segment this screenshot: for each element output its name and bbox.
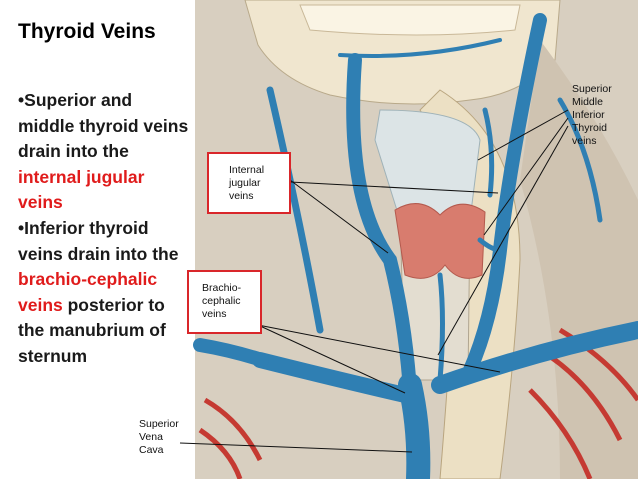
bullet-2: •Inferior thyroid veins drain into the b… — [18, 216, 193, 370]
thyroid-veins-label: Superior Middle Inferior Thyroid veins — [572, 83, 634, 148]
pointer-svc — [179, 442, 413, 453]
brachiocephalic-vein-right — [431, 321, 638, 394]
artery-left — [198, 397, 263, 479]
label-line: Cava — [139, 444, 164, 456]
bullet-2-highlight: brachio-cephalic veins — [18, 269, 158, 315]
bullet-marker: • — [18, 90, 25, 110]
bullet-1-text: Superior and middle thyroid veins drain … — [18, 90, 189, 162]
bullet-1: •Superior and middle thyroid veins drain… — [18, 88, 193, 216]
thyroid-gland — [394, 203, 486, 279]
pointer-inferior — [437, 125, 569, 356]
brachiocephalic-vein-left — [252, 352, 413, 403]
middle-thyroid-vein — [477, 237, 503, 253]
label-line: Internal — [229, 164, 265, 176]
label-line: veins — [202, 308, 227, 320]
pointer-brachio-1 — [257, 324, 406, 394]
pointer-lines — [179, 109, 569, 453]
label-line: jugular — [229, 177, 261, 189]
svc-label: Superior Vena Cava — [139, 418, 179, 457]
slide-title: Thyroid Veins — [18, 20, 156, 43]
slide-body: •Superior and middle thyroid veins drain… — [18, 88, 193, 370]
pointer-ijv-2 — [289, 181, 499, 194]
pointer-middle — [483, 117, 569, 236]
bullet-marker: • — [18, 217, 25, 238]
label-line: Superior — [572, 83, 612, 95]
external-jugular-vein — [266, 86, 324, 334]
bullet-1-highlight: internal jugular veins — [18, 166, 145, 213]
internal-jugular-label-box: Internal jugular veins — [207, 152, 291, 214]
label-line: Inferior — [572, 109, 605, 121]
subclavian-vein-left — [193, 338, 269, 367]
pointer-ijv-1 — [289, 179, 389, 254]
pointer-brachio-2 — [257, 324, 501, 373]
facial-vein — [338, 38, 502, 58]
label-line: Brachio- — [202, 282, 242, 294]
pointer-superior — [477, 109, 569, 161]
internal-jugular-label: Internal jugular veins — [229, 164, 264, 203]
label-line: veins — [229, 190, 254, 202]
brachiocephalic-label-box: Brachio- cephalic veins — [187, 270, 262, 334]
inferior-thyroid-vein — [437, 272, 445, 383]
teeth — [299, 4, 521, 36]
veins-group — [193, 13, 638, 479]
label-line: Vena — [139, 431, 163, 443]
label-line: cephalic — [202, 295, 241, 307]
superior-thyroid-vein — [482, 107, 495, 198]
label-line: Superior — [139, 418, 179, 430]
bullet-2-text: Inferior thyroid veins drain into the — [18, 217, 179, 264]
superior-vena-cava — [398, 373, 431, 479]
brachiocephalic-label: Brachio- cephalic veins — [202, 282, 241, 321]
label-line: Middle — [572, 96, 603, 108]
internal-jugular-vein-left — [346, 53, 417, 397]
bullet-2-post: posterior to the manubrium of sternum — [18, 294, 166, 366]
internal-jugular-vein-right — [463, 13, 547, 377]
label-line: veins — [572, 135, 597, 147]
label-line: Thyroid — [572, 122, 608, 134]
